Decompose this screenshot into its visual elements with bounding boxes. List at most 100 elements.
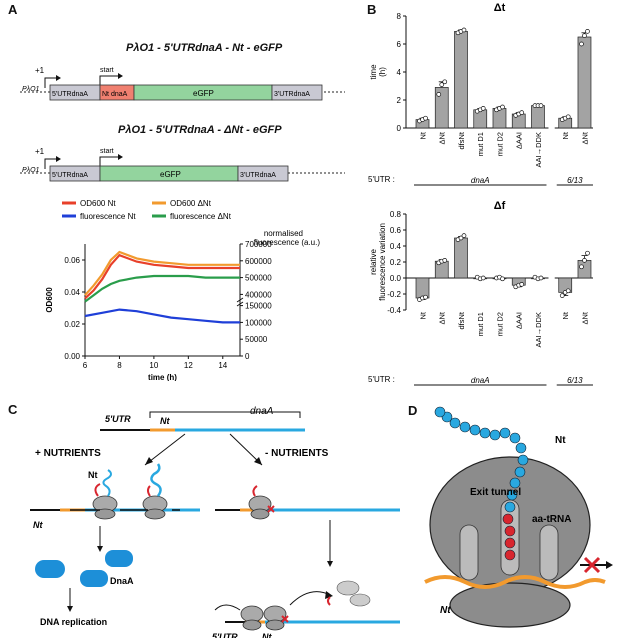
amino-acid-bead-16	[449, 417, 461, 429]
legend-label-2: fluorescence Nt	[80, 212, 136, 221]
x-axis-label: time (h)	[148, 373, 177, 381]
amino-acid-bead-11	[499, 427, 511, 439]
amino-acid-bead-12	[489, 429, 501, 441]
y-tick-label: 0.06	[64, 256, 80, 265]
x-tick-label-7: Nt	[561, 311, 570, 319]
y-tick-label: 0.02	[64, 320, 80, 329]
data-point-2-2	[461, 233, 467, 238]
x-tick-label-5: ΔAAI	[515, 132, 524, 149]
y-tick-label: 0.6	[390, 226, 402, 235]
amino-acid-bead-10	[509, 432, 521, 444]
exit-tunnel-label: Exit tunnel	[470, 487, 521, 498]
construct-diagrams: +1 PλO1 start 5'UTRdnaA Nt dnaA eGFP 3'U…	[20, 66, 345, 182]
plus-translation: Nt Nt DnaA DNA replication	[30, 463, 200, 627]
x-tick-label-0: Nt	[419, 311, 428, 319]
y2-tick-label: 150000	[245, 302, 272, 311]
bar-2	[454, 31, 468, 129]
y-axis-label-line1: time	[369, 64, 378, 80]
amino-acid-bead-2	[504, 525, 516, 537]
y-tick-label: 0.04	[64, 288, 80, 297]
y-tick-label: 4	[397, 68, 402, 77]
trna-2	[539, 524, 559, 581]
start-label-2: start	[100, 148, 114, 155]
panel-c-letter: C	[8, 402, 18, 417]
amino-acid-bead-1	[504, 537, 516, 549]
utr5-label: 5'UTRdnaA	[52, 91, 88, 98]
panel-d-letter: D	[408, 403, 418, 418]
trna-1	[459, 524, 479, 581]
dnaa-bracket	[149, 411, 301, 418]
minus-nutrients-label: - NUTRIENTS	[265, 448, 329, 459]
x-tick-label: 10	[149, 361, 158, 370]
data-point-1-1	[439, 82, 445, 87]
x-tick-label-2: dfsNt	[457, 131, 466, 149]
data-point-3-2	[480, 106, 486, 111]
amino-acid-bead-18	[434, 406, 446, 418]
axis-break	[236, 297, 244, 307]
d-nt-mrna-label: Nt	[440, 605, 451, 616]
data-point-0-2	[423, 294, 428, 300]
amino-acid-bead-7	[514, 466, 526, 478]
data-point-8-2	[585, 29, 590, 34]
dnaa-protein-label: DnaA	[110, 576, 134, 586]
utr3-box-2	[237, 165, 289, 182]
utr3-box	[271, 84, 323, 101]
amino-acid-bead-5	[506, 489, 518, 501]
utr3-label-2: 3'UTRdnaA	[240, 172, 276, 179]
x-tick-label-0: Nt	[419, 131, 428, 139]
data-point-6-2	[538, 275, 544, 281]
aa-trna-label: aa-tRNA	[532, 514, 571, 525]
y-tick-label: -0.2	[387, 290, 401, 299]
chart-title: Δf	[494, 200, 506, 212]
data-point-1-2	[442, 79, 448, 85]
data-point-7-2	[565, 288, 571, 294]
c-nt-plus-label: Nt	[88, 470, 98, 480]
x-tick-label-4: mut D2	[495, 132, 504, 156]
y-tick-label: 0	[397, 124, 402, 133]
x-tick-label-6: AAI→DDK	[534, 132, 543, 167]
data-point-1-2	[442, 258, 448, 263]
y2-tick-label: 600000	[245, 257, 272, 266]
chart-title: Δt	[494, 2, 506, 14]
construct-2-title: PλO1 - 5'UTRdnaA - ΔNt - eGFP	[118, 124, 282, 136]
y-tick-label: -0.4	[387, 306, 401, 315]
x-tick-label: 12	[184, 361, 193, 370]
data-point-8-1	[582, 33, 587, 38]
group-label-0: dnaA	[471, 376, 490, 385]
start-label: start	[100, 67, 114, 74]
plus-nutrients-label: + NUTRIENTS	[35, 448, 101, 459]
data-point-1-0	[436, 92, 442, 97]
promoter-label: PλO1	[22, 86, 40, 93]
bar-0	[415, 277, 430, 299]
plus-one-label: +1	[35, 66, 45, 75]
bar-8	[577, 260, 592, 279]
c-nt-bottom-label: Nt	[262, 632, 272, 638]
c-nt-plus-mrna-label: Nt	[33, 520, 43, 530]
construct-1: +1 PλO1 start 5'UTRdnaA Nt dnaA eGFP 3'U…	[20, 66, 345, 101]
data-point-5-2	[519, 110, 525, 115]
x-tick-label-4: mut D2	[495, 312, 504, 336]
y-tick-label: 8	[397, 12, 402, 21]
y2-tick-label: 400000	[245, 290, 272, 299]
x-tick-label-3: mut D1	[476, 132, 485, 156]
utr3-label: 3'UTRdnaA	[274, 91, 310, 98]
y2-tick-label: 0	[245, 352, 250, 361]
c-nt-label: Nt	[160, 416, 170, 426]
x-tick-label: 14	[218, 361, 227, 370]
data-point-3-2	[480, 275, 486, 281]
egfp-label-2: eGFP	[160, 170, 181, 179]
y-axis-label-line2: fluorescence variation	[378, 223, 387, 301]
data-point-7-0	[559, 293, 565, 298]
x-tick-label-1: ΔNt	[438, 131, 447, 144]
y-axis-label-line1: relative	[369, 249, 378, 275]
panel-a-letter: A	[8, 2, 18, 17]
amino-acid-bead-0	[504, 549, 516, 561]
data-point-4-2	[500, 276, 505, 282]
data-point-8-2	[585, 250, 590, 256]
x-tick-label-3: mut D1	[476, 312, 485, 336]
construct-1-title: PλO1 - 5'UTRdnaA - Nt - eGFP	[126, 42, 283, 54]
dnaa-blob-3	[105, 550, 133, 567]
y-axis-label: OD600	[45, 287, 54, 313]
